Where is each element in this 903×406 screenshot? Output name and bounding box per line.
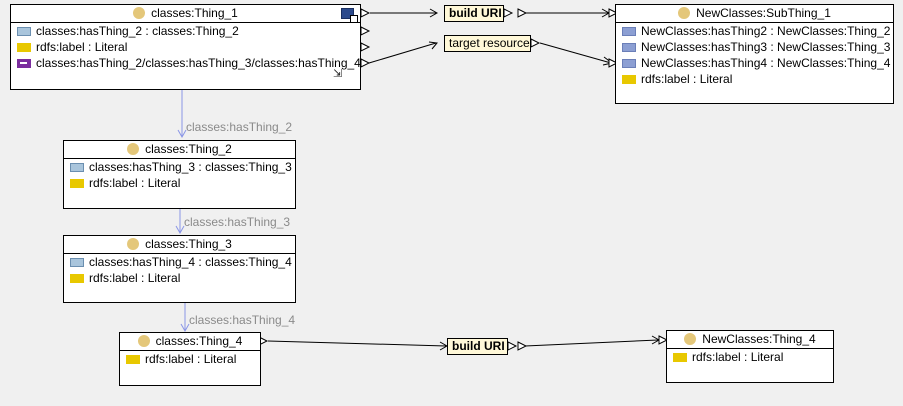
target-resource-transform[interactable]: target resource xyxy=(444,35,531,52)
class-icon xyxy=(127,143,140,155)
mapping-chain-targetresource xyxy=(368,41,438,64)
class-icon xyxy=(133,7,146,19)
literal-property-icon xyxy=(17,43,31,52)
property-row[interactable]: rdfs:label : Literal xyxy=(11,39,360,55)
property-row[interactable]: NewClasses:hasThing2 : NewClasses:Thing_… xyxy=(616,23,893,39)
literal-property-icon xyxy=(126,355,140,364)
edge-label: classes:hasThing_3 xyxy=(184,215,291,229)
node-header[interactable]: classes:Thing_4 xyxy=(120,333,260,351)
object-property-icon xyxy=(70,163,84,172)
transform-label: build URI xyxy=(449,6,502,20)
mapping-thing4-builduri xyxy=(267,340,449,351)
build-uri-transform[interactable]: build URI xyxy=(444,5,504,22)
edge-label: classes:hasThing_2 xyxy=(186,120,293,134)
property-label: classes:hasThing_4 : classes:Thing_4 xyxy=(89,255,292,269)
edge-label: classes:hasThing_4 xyxy=(189,313,296,327)
property-label: rdfs:label : Literal xyxy=(89,271,181,285)
object-property-icon xyxy=(17,27,31,36)
target-object-property-icon xyxy=(622,43,636,52)
expand-icon[interactable] xyxy=(341,8,358,23)
class-node-thing3[interactable]: classes:Thing_3 classes:hasThing_4 : cla… xyxy=(63,235,296,303)
transform-label: target resource xyxy=(449,36,530,50)
property-row[interactable]: rdfs:label : Literal xyxy=(64,270,295,286)
property-label: NewClasses:hasThing4 : NewClasses:Thing_… xyxy=(641,56,891,70)
literal-property-icon xyxy=(70,274,84,283)
target-object-property-icon xyxy=(622,59,636,68)
class-node-subthing1[interactable]: NewClasses:SubThing_1 NewClasses:hasThin… xyxy=(615,4,894,104)
property-label: rdfs:label : Literal xyxy=(641,72,733,86)
class-node-newthing4[interactable]: NewClasses:Thing_4 rdfs:label : Literal xyxy=(666,330,834,383)
property-label: classes:hasThing_2/classes:hasThing_3/cl… xyxy=(36,56,361,70)
literal-property-icon xyxy=(70,179,84,188)
class-icon xyxy=(684,333,697,345)
mapping-builduri-newthing4 xyxy=(524,335,661,347)
edge-thing3-thing4 xyxy=(180,303,190,333)
node-header[interactable]: NewClasses:SubThing_1 xyxy=(616,5,893,23)
class-node-thing1[interactable]: classes:Thing_1 classes:hasThing_2 : cla… xyxy=(10,4,361,90)
node-title: classes:Thing_4 xyxy=(155,334,243,348)
literal-property-icon xyxy=(622,75,636,84)
property-label: rdfs:label : Literal xyxy=(36,40,128,54)
property-label: rdfs:label : Literal xyxy=(692,350,784,364)
mapping-builduri-subthing1 xyxy=(525,8,611,18)
property-row[interactable]: rdfs:label : Literal xyxy=(120,351,260,367)
node-title: classes:Thing_2 xyxy=(145,142,232,156)
mapping-targetresource-subthing1 xyxy=(539,42,614,66)
node-title: classes:Thing_1 xyxy=(151,6,238,20)
property-label: NewClasses:hasThing3 : NewClasses:Thing_… xyxy=(641,40,891,54)
transform-label: build URI xyxy=(452,339,505,353)
node-header[interactable]: classes:Thing_3 xyxy=(64,236,295,254)
class-node-thing4[interactable]: classes:Thing_4 rdfs:label : Literal xyxy=(119,332,261,386)
edge-thing1-thing2 xyxy=(177,90,187,139)
class-icon xyxy=(678,7,691,19)
literal-property-icon xyxy=(673,353,687,362)
build-uri-transform[interactable]: build URI xyxy=(447,338,508,355)
object-property-icon xyxy=(70,258,84,267)
node-header[interactable]: NewClasses:Thing_4 xyxy=(667,331,833,349)
node-title: classes:Thing_3 xyxy=(145,237,232,251)
move-cursor-icon: ⇲ xyxy=(333,68,343,80)
property-row[interactable]: rdfs:label : Literal xyxy=(64,175,295,191)
property-row[interactable]: rdfs:label : Literal xyxy=(667,349,833,365)
mapping-thing1-builduri xyxy=(370,8,439,18)
property-row[interactable]: classes:hasThing_4 : classes:Thing_4 xyxy=(64,254,295,270)
property-row[interactable]: NewClasses:hasThing3 : NewClasses:Thing_… xyxy=(616,39,893,55)
node-header[interactable]: classes:Thing_2 xyxy=(64,141,295,159)
class-node-thing2[interactable]: classes:Thing_2 classes:hasThing_3 : cla… xyxy=(63,140,296,209)
class-icon xyxy=(137,335,150,347)
class-icon xyxy=(127,238,140,250)
property-row[interactable]: classes:hasThing_2/classes:hasThing_3/cl… xyxy=(11,55,361,71)
property-row[interactable]: rdfs:label : Literal xyxy=(616,71,893,87)
property-label: classes:hasThing_3 : classes:Thing_3 xyxy=(89,160,292,174)
property-label: rdfs:label : Literal xyxy=(145,352,237,366)
property-label: NewClasses:hasThing2 : NewClasses:Thing_… xyxy=(641,24,891,38)
node-title: NewClasses:SubThing_1 xyxy=(696,6,831,20)
edge-thing2-thing3 xyxy=(175,209,185,235)
node-header[interactable]: classes:Thing_1 xyxy=(11,5,360,23)
property-label: classes:hasThing_2 : classes:Thing_2 xyxy=(36,24,239,38)
property-row[interactable]: classes:hasThing_3 : classes:Thing_3 xyxy=(64,159,295,175)
property-row[interactable]: classes:hasThing_2 : classes:Thing_2 xyxy=(11,23,360,39)
property-label: rdfs:label : Literal xyxy=(89,176,181,190)
property-row[interactable]: NewClasses:hasThing4 : NewClasses:Thing_… xyxy=(616,55,893,71)
node-title: NewClasses:Thing_4 xyxy=(702,332,816,346)
target-object-property-icon xyxy=(622,27,636,36)
property-chain-icon xyxy=(17,59,31,68)
